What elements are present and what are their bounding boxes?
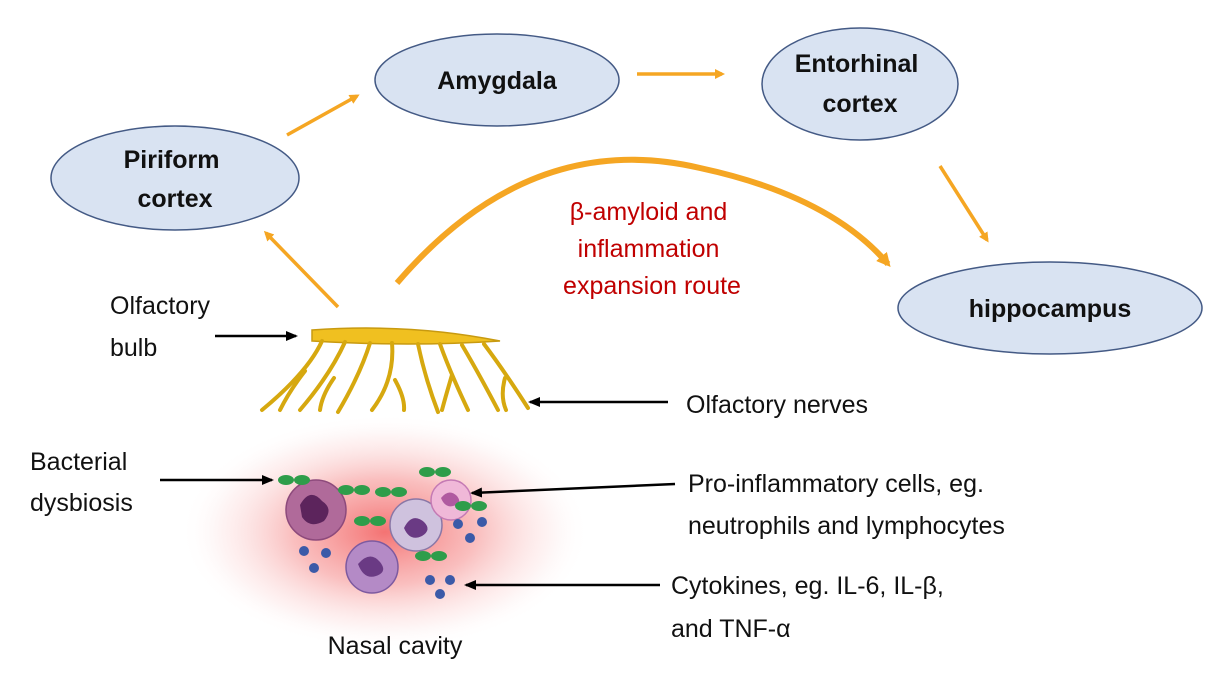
- label-cytokines-line-2: and TNF-α: [671, 615, 791, 643]
- svg-text:Olfactory bulb: Olfactory bulb: [110, 292, 217, 362]
- arrow-bulb-to-piriform: [263, 230, 340, 309]
- node-piriform-cortex: Piriform cortex: [50, 125, 300, 231]
- node-entorhinal-cortex: Entorhinal cortex: [761, 27, 959, 141]
- node-piriform-line-2: cortex: [137, 185, 212, 213]
- label-proinflammatory-line-2: neutrophils and lymphocytes: [688, 512, 1005, 540]
- pointer-proinflammatory-cells: [470, 482, 676, 498]
- label-olfactory-nerves: Olfactory nerves: [686, 391, 868, 419]
- immune-cell-icon: [285, 479, 472, 594]
- route-label-line-2: inflammation: [578, 235, 720, 263]
- node-hippocampus: hippocampus: [897, 261, 1203, 355]
- arrow-entorhinal-to-hippocampus: [938, 165, 989, 243]
- arrow-piriform-to-amygdala: [286, 94, 360, 137]
- nasal-cavity-glow: [180, 414, 590, 650]
- svg-text:Pro-inflammatory cells, eg.: Pro-inflammatory cells, eg. neutrophils …: [688, 470, 1005, 540]
- label-nasal-cavity: Nasal cavity: [328, 632, 463, 660]
- node-piriform-line-1: Piriform: [124, 146, 220, 174]
- route-label-line-1: β-amyloid and: [570, 198, 728, 226]
- svg-text:Nasal cavity: Nasal cavity: [328, 632, 463, 660]
- label-olfactory-bulb-line-1: Olfactory: [110, 292, 211, 320]
- svg-text:Olfactory nerves: Olfactory nerves: [686, 391, 868, 419]
- node-entorhinal-line-2: cortex: [822, 90, 897, 118]
- arrow-expansion-route-arc: [394, 156, 891, 285]
- node-amygdala-line-1: Amygdala: [437, 67, 558, 95]
- cytokine-icon: [299, 517, 487, 599]
- label-bacterial-dysbiosis-line-1: Bacterial: [30, 448, 127, 476]
- svg-text:Cytokines, eg. IL-6, IL-β,: Cytokines, eg. IL-6, IL-β, and TNF-α: [671, 572, 951, 643]
- route-label-line-3: expansion route: [563, 272, 741, 300]
- label-proinflammatory-line-1: Pro-inflammatory cells, eg.: [688, 470, 984, 498]
- node-entorhinal-line-1: Entorhinal: [795, 50, 919, 78]
- svg-text:Bacterial dysbiosis: Bacterial dysbiosis: [30, 448, 134, 517]
- bacteria-icon: [278, 467, 487, 561]
- svg-text:Entorhinal cortex: Entorhinal cortex: [795, 50, 926, 118]
- svg-text:Piriform cortex: Piriform cortex: [124, 146, 227, 213]
- olfactory-nerves-icon: [260, 327, 530, 414]
- label-cytokines-line-1: Cytokines, eg. IL-6, IL-β,: [671, 572, 944, 600]
- label-olfactory-bulb-line-2: bulb: [110, 334, 157, 362]
- svg-text:Amygdala: Amygdala: [437, 67, 558, 95]
- node-amygdala: Amygdala: [374, 33, 620, 127]
- node-hippocampus-line-1: hippocampus: [969, 295, 1132, 323]
- svg-text:β-amyloid and inflammation: β-amyloid and inflammation expansion rou…: [563, 198, 741, 300]
- svg-text:hippocampus: hippocampus: [969, 295, 1132, 323]
- label-bacterial-dysbiosis-line-2: dysbiosis: [30, 489, 133, 517]
